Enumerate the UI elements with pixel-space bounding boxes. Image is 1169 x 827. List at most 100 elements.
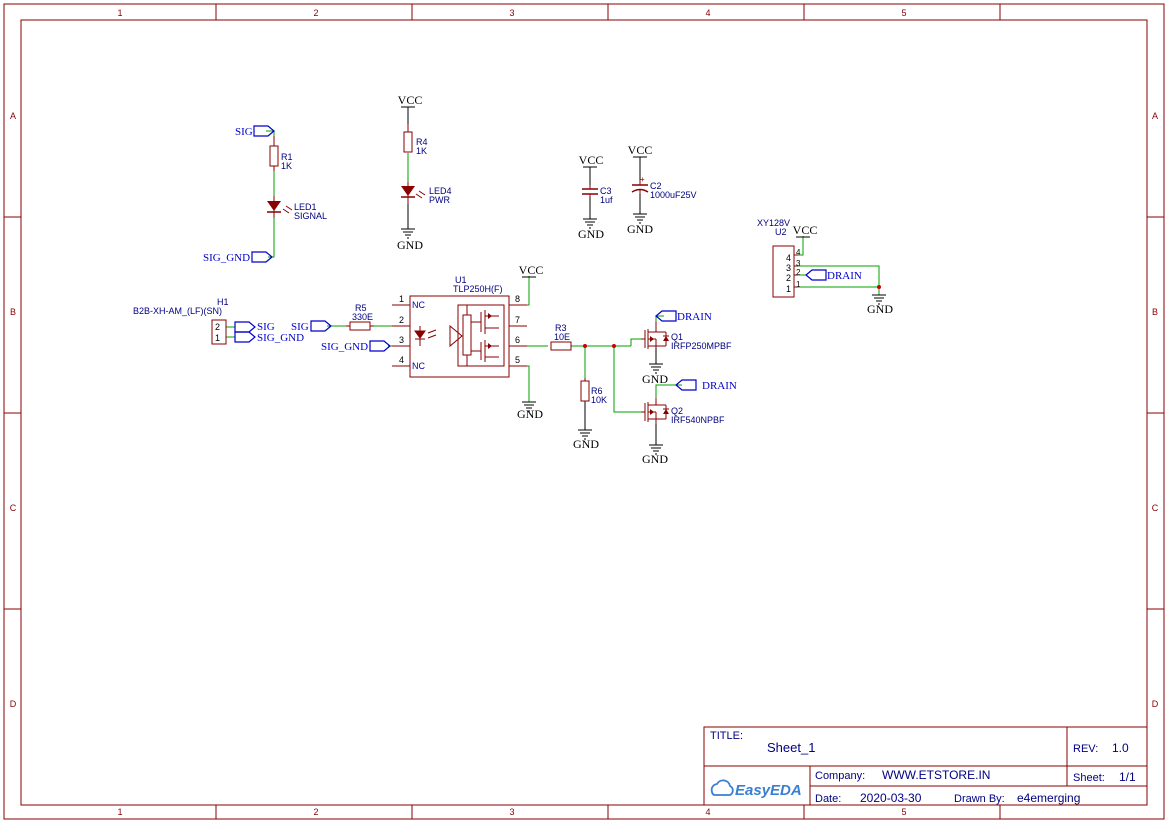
title-block: TITLE: Sheet_1 REV: 1.0 EasyEDA Company:… [703,726,1148,806]
title-label: TITLE: [710,730,743,742]
q2-ref: Q2 [671,406,683,416]
gnd-power-label: GND [573,437,599,451]
net-label-drain: DRAIN [702,380,737,392]
column-label-bottom: 1 [117,807,122,817]
net-flags [234,125,827,391]
date-value: 2020-03-30 [860,791,922,805]
net-label-sig: SIG [291,321,309,333]
mosfet-q2: Q2 IRF540NPBF [641,398,725,425]
row-label-left: C [10,503,17,513]
easyeda-logo: EasyEDA [710,779,802,799]
row-label-left: B [10,307,16,317]
column-label-top: 4 [705,8,710,18]
sheet-label: Sheet: [1073,772,1105,784]
vcc-power-label: VCC [628,143,653,157]
net-label-sig-gnd: SIG_GND [257,332,304,344]
optocoupler-u1: 1 2 3 4 8 7 6 5 NC NC [392,275,527,378]
gnd-power-label: GND [578,227,604,241]
u1-pin-5: 5 [515,355,520,365]
column-label-top: 1 [117,8,122,18]
q1-value: IRFP250MPBF [671,341,732,351]
junction-dot [612,344,616,348]
u2-pin-1: 1 [786,284,791,294]
q2-value: IRF540NPBF [671,415,725,425]
title-value: Sheet_1 [767,740,815,755]
u1-pin-2: 2 [399,315,404,325]
column-label-top: 2 [313,8,318,18]
resistor-r5: R5 330E [346,303,374,331]
gnd-power-label: GND [397,238,423,252]
net-label-drain: DRAIN [677,311,712,323]
column-label-bottom: 3 [509,807,514,817]
resistor-r1: R1 1K [269,136,293,171]
led1-value: SIGNAL [294,211,327,221]
capacitor-c2: + C2 1000uF25V [631,175,697,200]
company-value: WWW.ETSTORE.IN [882,768,990,782]
row-label-left: A [10,111,16,121]
junctions [583,285,881,348]
net-label-sig: SIG [235,126,253,138]
module-u2: 4 3 2 1 4 3 2 1 XY128V U2 [757,218,801,298]
u1-pin-8: 8 [515,294,520,304]
net-label-sig-gnd: SIG_GND [321,341,368,353]
net-labels: SIG SIG_GND SIG SIG_GND SIG SIG_GND DRAI… [203,126,862,392]
junction-dot [583,344,587,348]
r1-ref: R1 [281,152,293,162]
rev-value: 1.0 [1112,741,1129,755]
row-label-right: B [1152,307,1158,317]
column-label-top: 5 [901,8,906,18]
wires [226,130,880,413]
led1-ref: LED1 [294,202,317,212]
column-label-top: 3 [509,8,514,18]
u1-ref: U1 [455,275,467,285]
resistor-r3: R3 10E [550,323,572,351]
u2-pin-3: 3 [786,263,791,273]
gnd-power-label: GND [642,452,668,466]
u2-pin-1: 1 [796,280,801,289]
r1-value: 1K [281,161,292,171]
connector-h1: 2 1 H1 B2B-XH-AM_(LF)(SN) [133,297,229,345]
led-led4: LED4 PWR [401,182,452,205]
h1-value: B2B-XH-AM_(LF)(SN) [133,306,222,316]
c2-value: 1000uF25V [650,190,697,200]
company-label: Company: [815,770,865,782]
capacitor-c3: C3 1uf [582,185,613,205]
u1-pin-4: 4 [399,355,404,365]
c3-value: 1uf [600,195,613,205]
frame-labels: 1 2 3 4 5 1 2 3 4 5 A B C D A B C D [10,8,1159,817]
led4-ref: LED4 [429,186,452,196]
u2-pin-2: 2 [786,273,791,283]
c2-polarity: + [640,175,645,184]
u2-ref: U2 [775,227,787,237]
r6-value: 10K [591,395,607,405]
u1-pin-7: 7 [515,315,520,325]
u2-value: XY128V [757,218,790,228]
r3-value: 10E [554,332,570,342]
vcc-power-label: VCC [398,93,423,107]
drawn-value: e4emerging [1017,791,1080,805]
led-led1: LED1 SIGNAL [267,196,327,221]
drawn-label: Drawn By: [954,793,1005,805]
u2-pin-4: 4 [786,253,791,263]
u2-pin-3: 3 [796,259,801,268]
u1-pin-1: 1 [399,294,404,304]
q1-ref: Q1 [671,332,683,342]
row-label-right: A [1152,111,1158,121]
resistor-r4: R4 1K [403,124,428,156]
gnd-symbols: GND GND GND GND GND GND GND GND [397,194,893,466]
u1-pin-6: 6 [515,335,520,345]
junction-dot [877,285,881,289]
u1-nc-label: NC [412,300,425,310]
net-label-sig: SIG [257,321,275,333]
date-label: Date: [815,793,841,805]
r5-value: 330E [352,312,373,322]
resistor-r6: R6 10K [580,378,607,405]
net-label-sig-gnd: SIG_GND [203,252,250,264]
r5-ref: R5 [355,303,367,313]
gnd-power-label: GND [867,302,893,316]
u2-pin-2: 2 [796,268,801,277]
net-label-drain: DRAIN [827,270,862,282]
row-label-left: D [10,699,17,709]
r4-ref: R4 [416,137,428,147]
